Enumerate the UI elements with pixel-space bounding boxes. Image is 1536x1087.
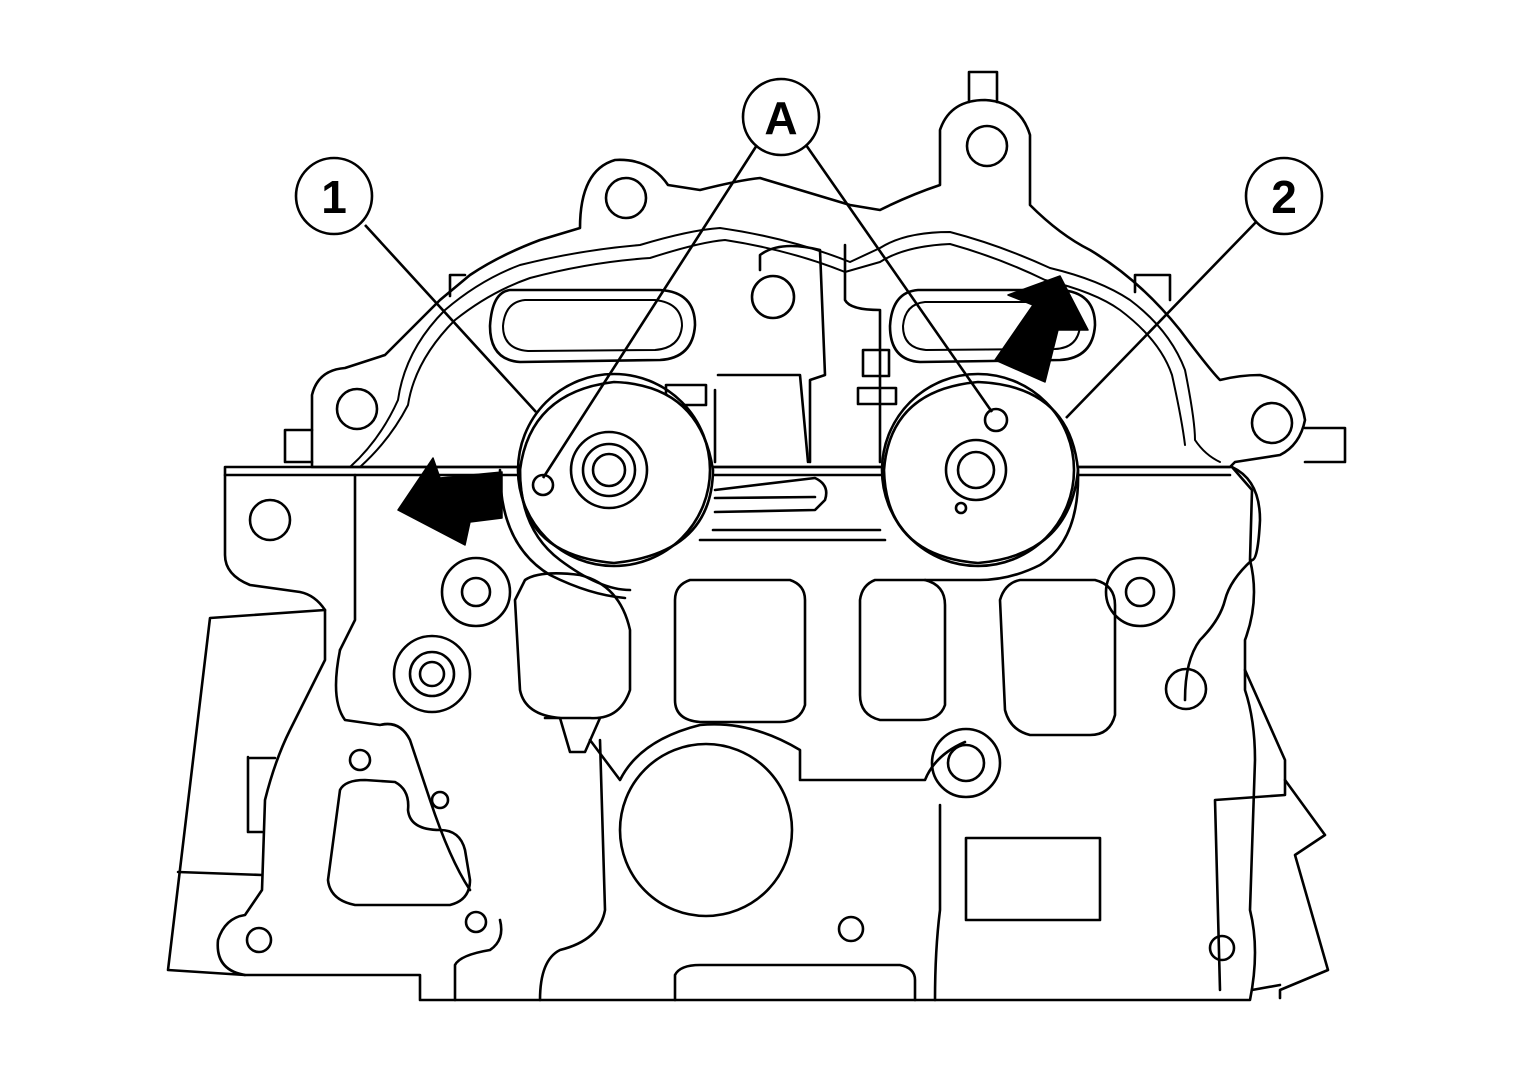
timing-mark-2 — [983, 407, 1009, 433]
camshaft-sprocket-2 — [880, 372, 1080, 568]
leader-line-a-right — [804, 144, 994, 413]
callout-2-label: 2 — [1271, 171, 1297, 223]
leader-line-1 — [364, 224, 537, 413]
callout-1-label: 1 — [321, 171, 347, 223]
callout-2: 2 — [1244, 156, 1324, 236]
leader-line-2 — [1065, 219, 1259, 419]
callout-a: A — [741, 77, 821, 157]
rotation-arrow-left — [397, 457, 503, 546]
chain-guide — [498, 468, 1080, 600]
callout-a-label: A — [764, 92, 797, 144]
leader-line-a-left — [541, 144, 759, 479]
head-body — [216, 465, 1262, 1002]
callout-1: 1 — [294, 156, 374, 236]
camshaft-sprocket-1 — [516, 372, 715, 568]
timing-mark-1 — [531, 473, 555, 497]
rotation-arrow-right — [994, 275, 1089, 383]
right-side-bracket — [1213, 668, 1330, 1000]
left-side-bracket — [166, 608, 327, 977]
